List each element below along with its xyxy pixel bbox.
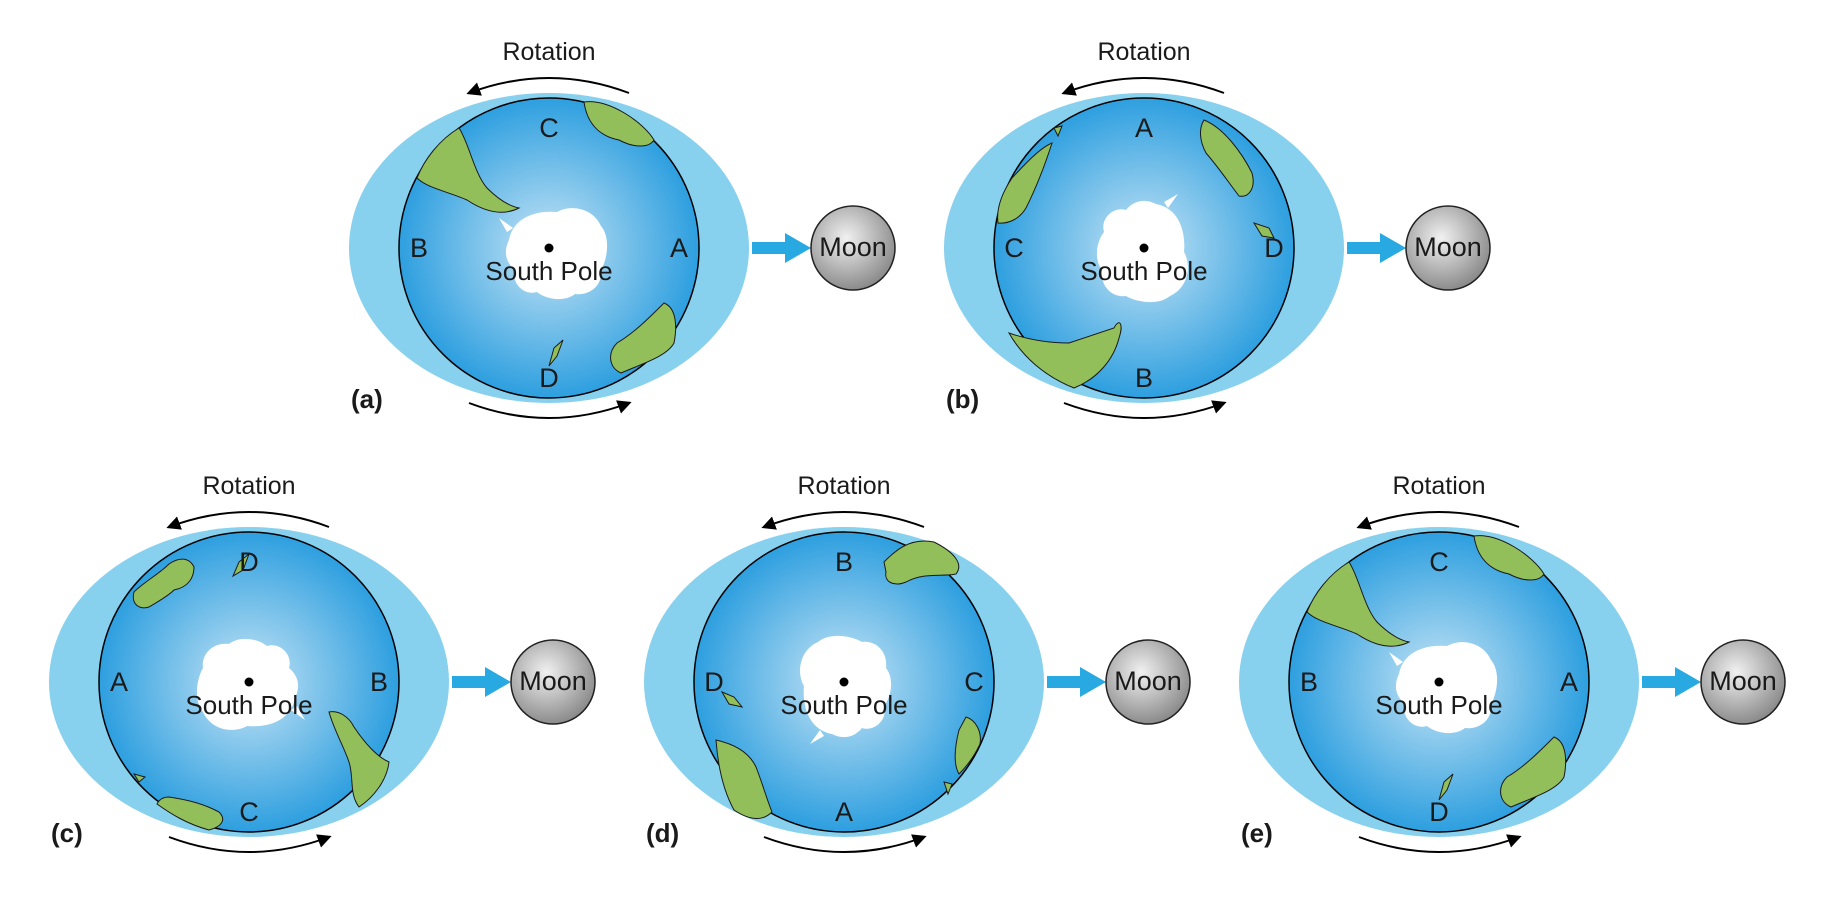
point-bottom-label: A: [835, 797, 853, 827]
rotation-label: Rotation: [502, 38, 595, 66]
point-top-label: C: [1429, 547, 1449, 577]
panel-tag: (a): [351, 384, 383, 414]
point-left-label: C: [1004, 233, 1024, 263]
point-left-label: B: [410, 233, 428, 263]
rotation-label: Rotation: [797, 472, 890, 500]
rotation-arrow-bottom: [168, 834, 332, 853]
panel-b: South Pole A C D B Rotation Moon (b): [944, 38, 1491, 419]
continents: [997, 119, 1275, 389]
point-left-label: A: [110, 667, 128, 697]
rotation-arrow-top: [1061, 77, 1225, 96]
rotation-arrow-top: [466, 77, 630, 96]
continents: [132, 552, 390, 831]
panel-c: South Pole D A B C Rotation Moon (c): [49, 472, 596, 853]
point-top-label: D: [239, 547, 259, 577]
point-left-label: D: [704, 667, 724, 697]
point-bottom-label: D: [1429, 797, 1449, 827]
south-pole-label: South Pole: [185, 690, 312, 720]
panel-tag: (b): [946, 384, 979, 414]
point-top-label: B: [835, 547, 853, 577]
panel-tag: (c): [51, 818, 83, 848]
moon-label: Moon: [1114, 666, 1182, 696]
rotation-label: Rotation: [202, 472, 295, 500]
panel-e: South Pole C B A D Rotation Moon (e): [1239, 472, 1786, 853]
moon-label: Moon: [1709, 666, 1777, 696]
moon-arrow-head: [1380, 233, 1406, 263]
moon: [1105, 639, 1191, 725]
point-top-label: C: [539, 113, 559, 143]
panel-a: South Pole C B A D Rotation Moon (a): [349, 38, 896, 419]
panel-tag: (e): [1241, 818, 1273, 848]
moon: [810, 205, 896, 291]
panel-tag: (d): [646, 818, 679, 848]
south-pole-dot: [1139, 243, 1149, 253]
moon-arrow-shaft: [1047, 676, 1083, 688]
point-right-label: B: [370, 667, 388, 697]
south-pole-label: South Pole: [485, 256, 612, 286]
continents: [1306, 535, 1567, 808]
moon-arrow-head: [785, 233, 811, 263]
moon-arrow-shaft: [1642, 676, 1678, 688]
rotation-arrow-bottom: [1063, 400, 1227, 419]
moon-arrow-head: [485, 667, 511, 697]
rotation-arrow-top: [761, 511, 925, 530]
south-pole-label: South Pole: [780, 690, 907, 720]
rotation-label: Rotation: [1392, 472, 1485, 500]
moon: [1405, 205, 1491, 291]
continents: [416, 101, 677, 374]
point-bottom-label: B: [1135, 363, 1153, 393]
point-right-label: C: [964, 667, 984, 697]
moon-arrow-shaft: [452, 676, 488, 688]
south-pole-dot: [1434, 677, 1444, 687]
moon-arrow-shaft: [1347, 242, 1383, 254]
moon-arrow-shaft: [752, 242, 788, 254]
moon-arrow-head: [1675, 667, 1701, 697]
moon-label: Moon: [519, 666, 587, 696]
panel-d: South Pole B D C A Rotation Moon (d): [644, 472, 1191, 853]
continents: [715, 540, 981, 819]
rotation-arrow-top: [166, 511, 330, 530]
moon-label: Moon: [819, 232, 887, 262]
point-bottom-label: D: [539, 363, 559, 393]
point-right-label: A: [670, 233, 688, 263]
rotation-arrow-bottom: [468, 400, 632, 419]
south-pole-dot: [544, 243, 554, 253]
point-bottom-label: C: [239, 797, 259, 827]
south-pole-dot: [244, 677, 254, 687]
rotation-arrow-top: [1356, 511, 1520, 530]
rotation-arrow-bottom: [1358, 834, 1522, 853]
point-top-label: A: [1135, 113, 1153, 143]
moon: [510, 639, 596, 725]
moon: [1700, 639, 1786, 725]
point-right-label: D: [1264, 233, 1284, 263]
south-pole-label: South Pole: [1080, 256, 1207, 286]
south-pole-label: South Pole: [1375, 690, 1502, 720]
point-right-label: A: [1560, 667, 1578, 697]
south-pole-dot: [839, 677, 849, 687]
rotation-label: Rotation: [1097, 38, 1190, 66]
moon-label: Moon: [1414, 232, 1482, 262]
moon-arrow-head: [1080, 667, 1106, 697]
rotation-arrow-bottom: [763, 834, 927, 853]
point-left-label: B: [1300, 667, 1318, 697]
